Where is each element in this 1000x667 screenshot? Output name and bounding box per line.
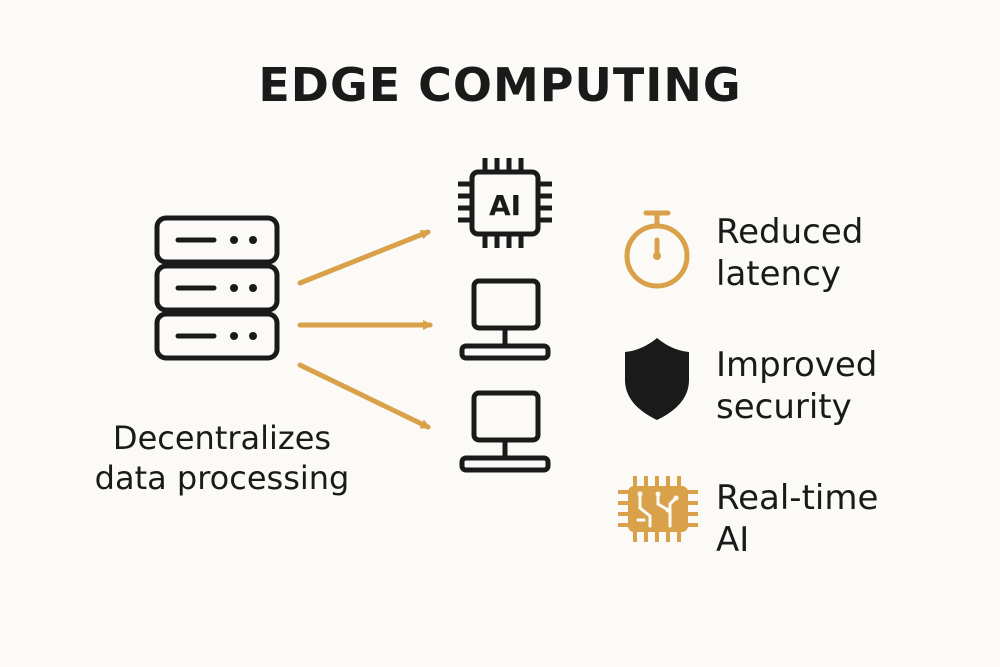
server-icon (154, 215, 280, 361)
ai-chip-label: AI (489, 189, 521, 222)
shield-icon (625, 338, 689, 420)
computer-icon-2 (459, 390, 551, 473)
circuit-chip-icon (618, 476, 698, 542)
stopwatch-icon (624, 210, 690, 289)
server-led-dots (230, 236, 257, 340)
ai-chip-icon (458, 158, 552, 248)
page-title: EDGE COMPUTING (258, 58, 742, 112)
benefit-real-time-ai: Real-time AI (716, 478, 879, 560)
stopwatch-center-dot (653, 252, 661, 260)
benefit-reduced-latency: Reduced latency (716, 212, 864, 294)
arrow-to-device-2 (297, 362, 431, 430)
computer-icon-1 (459, 278, 551, 361)
benefit-improved-security: Improved security (716, 345, 878, 427)
decentralizes-label: Decentralizes data processing (94, 419, 350, 497)
arrow-to-ai-chip (297, 229, 431, 286)
